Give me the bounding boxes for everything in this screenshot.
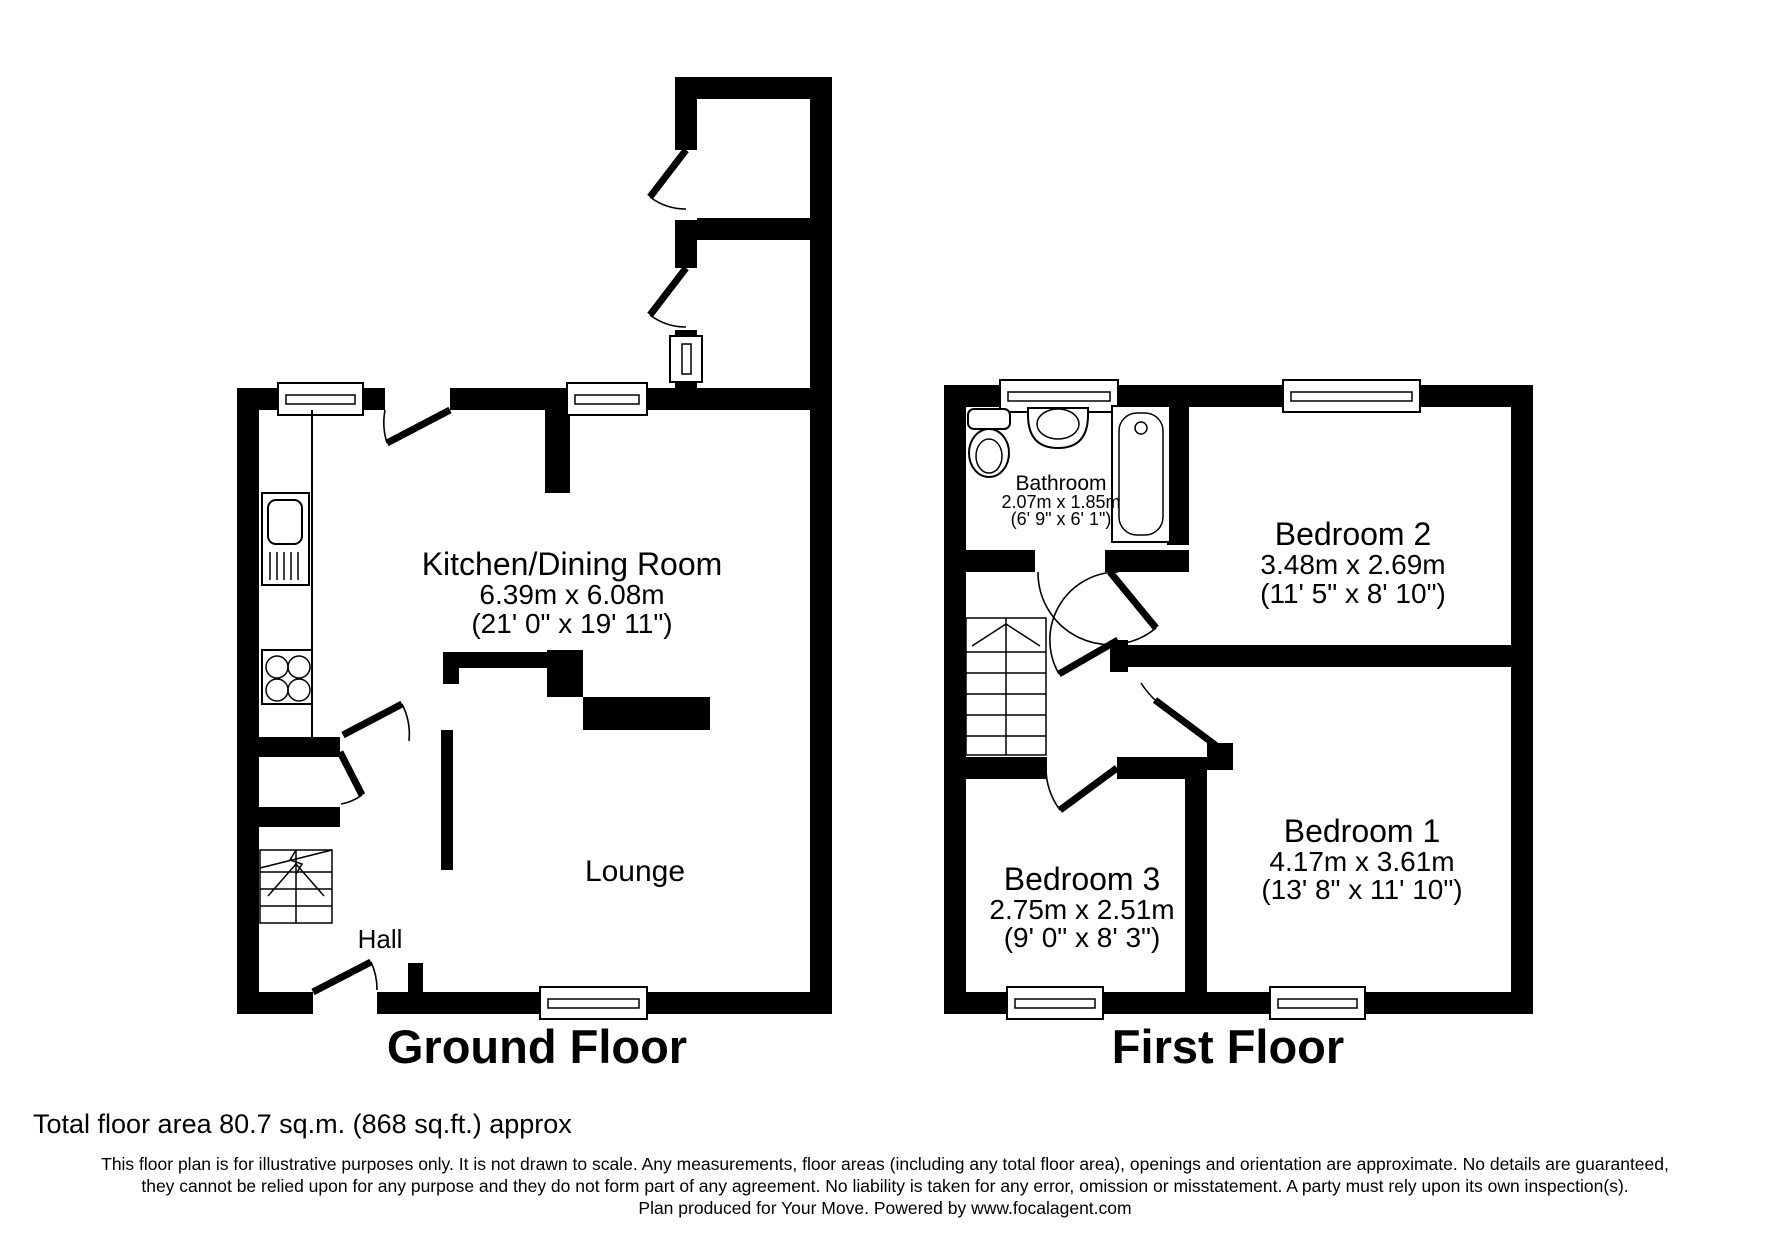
disclaimer-line-3: Plan produced for Your Move. Powered by … — [638, 1198, 1131, 1218]
first-door-bathroom — [1037, 569, 1159, 646]
ground-door-front-entrance — [311, 958, 378, 996]
bedroom2-dims-imperial: (11' 5" x 8' 10") — [1260, 578, 1446, 609]
hall-label: Hall — [358, 924, 403, 954]
staircase-first — [965, 617, 1047, 756]
ground-door-kitchen-hall — [341, 700, 411, 742]
bathroom-dims-imperial: (6' 9" x 6' 1") — [1011, 509, 1112, 529]
ground-door-porch-lower — [647, 265, 689, 328]
first-floor-walls — [944, 385, 1533, 1014]
bedroom3-label: Bedroom 3 — [1004, 861, 1161, 897]
bedroom2-label: Bedroom 2 — [1275, 516, 1432, 552]
bathtub — [1111, 405, 1171, 543]
bathroom-dims-metric: 2.07m x 1.85m — [1001, 492, 1120, 512]
first-window-bedroom2 — [1282, 379, 1421, 413]
first-window-bathroom — [999, 379, 1119, 413]
ground-door-porch-upper — [647, 147, 689, 210]
footer: Total floor area 80.7 sq.m. (868 sq.ft.)… — [33, 1109, 1669, 1218]
kitchen-dims-metric: 6.39m x 6.08m — [479, 579, 664, 610]
bedroom1-dims-imperial: (13' 8" x 11' 10") — [1261, 874, 1462, 905]
bedroom2-dims-metric: 3.48m x 2.69m — [1260, 549, 1445, 580]
ground-door-kitchen-rear — [383, 406, 452, 447]
ground-door-cupboard — [336, 750, 366, 805]
lounge-label: Lounge — [585, 855, 685, 888]
bedroom1-dims-metric: 4.17m x 3.61m — [1269, 846, 1454, 877]
ground-floor-walls — [237, 77, 832, 1014]
kitchen-stove — [261, 649, 313, 705]
ground-window-kitchen-left — [277, 382, 364, 416]
first-window-bedroom3 — [1006, 986, 1104, 1020]
kitchen-label: Kitchen/Dining Room — [422, 546, 723, 582]
ground-floor-plan: Kitchen/Dining Room 6.39m x 6.08m (21' 0… — [237, 77, 832, 1073]
disclaimer-line-1: This floor plan is for illustrative purp… — [101, 1154, 1669, 1174]
first-door-bedroom1 — [1140, 682, 1225, 753]
bedroom1-label: Bedroom 1 — [1284, 813, 1441, 849]
ground-window-kitchen-right — [566, 382, 648, 416]
first-door-bedroom3 — [1045, 765, 1120, 813]
first-floor-plan: Bathroom 2.07m x 1.85m (6' 9" x 6' 1") B… — [944, 379, 1533, 1073]
toilet — [967, 408, 1011, 478]
bedroom3-dims-imperial: (9' 0" x 8' 3") — [1004, 922, 1161, 953]
ground-window-porch-side — [669, 335, 703, 383]
disclaimer-line-2: they cannot be relied upon for any purpo… — [141, 1176, 1628, 1196]
bathroom-label: Bathroom — [1015, 472, 1106, 495]
staircase-ground — [259, 849, 333, 924]
ground-window-lounge-front — [539, 986, 648, 1020]
ground-floor-title: Ground Floor — [387, 1020, 687, 1073]
first-door-bedroom2 — [1049, 571, 1120, 678]
kitchen-dims-imperial: (21' 0" x 19' 11") — [471, 608, 672, 639]
bedroom3-dims-metric: 2.75m x 2.51m — [989, 894, 1174, 925]
total-floor-area: Total floor area 80.7 sq.m. (868 sq.ft.)… — [33, 1109, 572, 1139]
kitchen-sink-unit — [261, 492, 310, 586]
bathroom-sink — [1027, 407, 1089, 450]
first-floor-title: First Floor — [1112, 1020, 1344, 1073]
first-window-bedroom1 — [1269, 986, 1366, 1020]
